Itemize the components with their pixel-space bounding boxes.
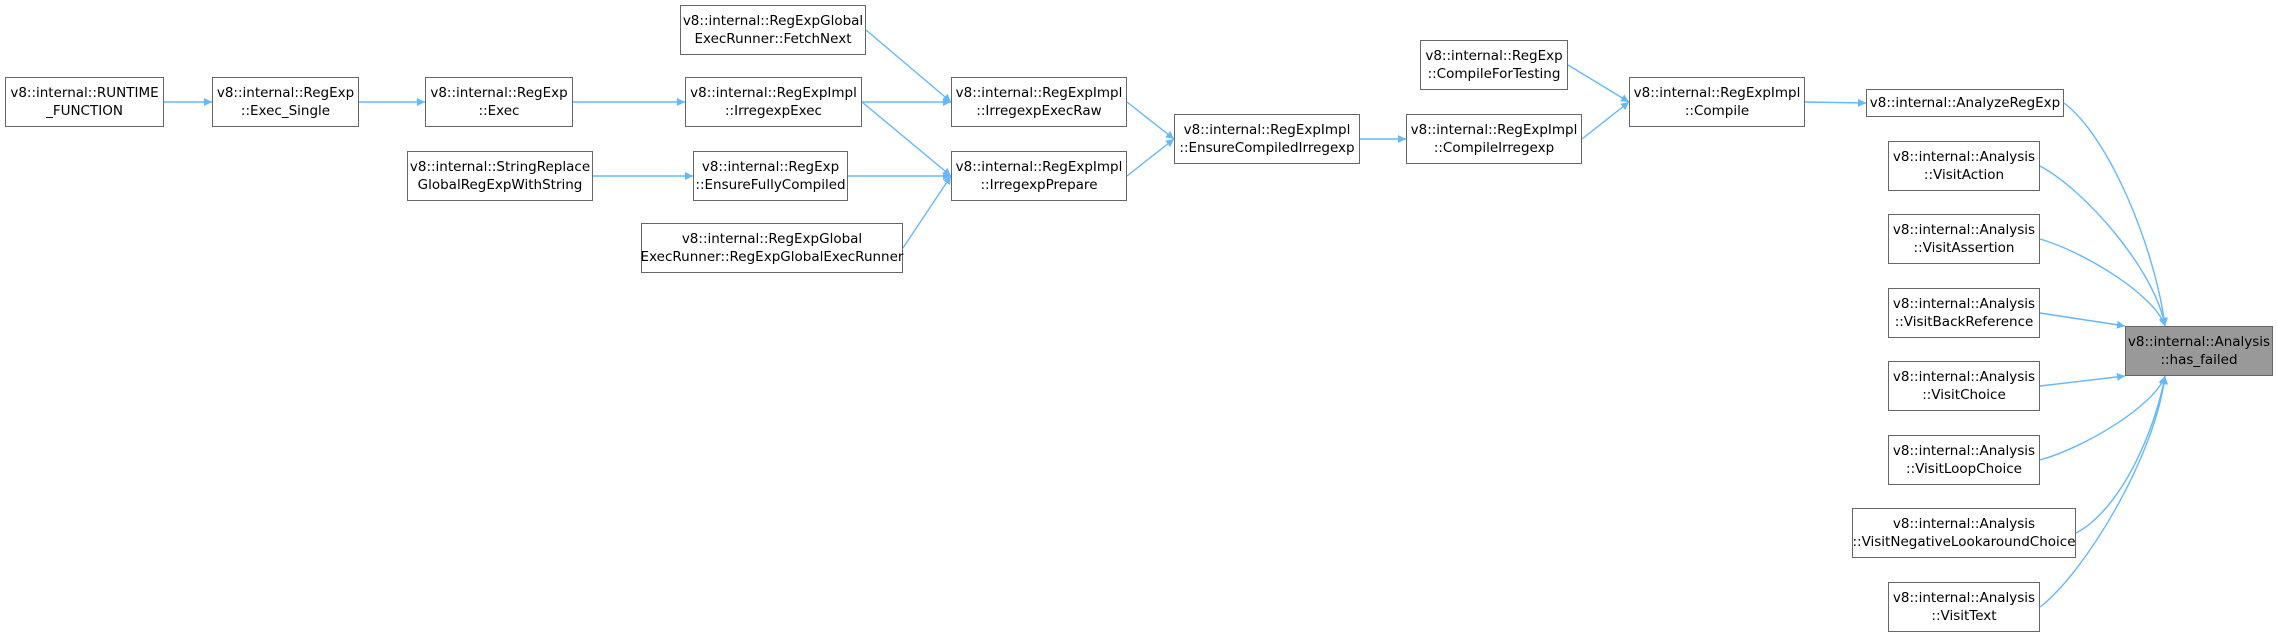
node-label-line: v8::internal::RegExpImpl	[1183, 122, 1351, 138]
node-label-line: ::has_failed	[2160, 352, 2238, 368]
node-label-line: v8::internal::RegExpImpl	[1410, 122, 1578, 138]
node-label-line: ::VisitNegativeLookaroundChoice	[1852, 534, 2076, 550]
node-label-line: ::CompileIrregexp	[1433, 140, 1555, 156]
node-label-line: v8::internal::RegExpGlobal	[681, 231, 863, 247]
node-label-line: v8::internal::RegExpImpl	[1633, 85, 1801, 101]
edge-irregexp-prepare-to-ensure-compiled-irregexp	[1126, 138, 1175, 177]
node-irregexp-exec[interactable]: v8::internal::RegExpImpl::IrregexpExec	[685, 77, 862, 127]
node-label-line: v8::internal::RUNTIME	[10, 85, 159, 101]
node-label-line: ::VisitChoice	[1922, 387, 2006, 403]
node-label-line: ::VisitLoopChoice	[1906, 461, 2022, 477]
node-compile-irregexp[interactable]: v8::internal::RegExpImpl::CompileIrregex…	[1406, 114, 1582, 164]
node-label-line: ::Compile	[1684, 103, 1750, 119]
node-compile[interactable]: v8::internal::RegExpImpl::Compile	[1629, 77, 1805, 127]
node-compile-for-testing[interactable]: v8::internal::RegExp::CompileForTesting	[1420, 40, 1568, 90]
edge-visit-action-to-has-failed	[2039, 165, 2168, 327]
node-visit-back-reference[interactable]: v8::internal::Analysis::VisitBackReferen…	[1888, 288, 2040, 338]
node-label-line: v8::internal::RegExp	[216, 85, 355, 101]
node-visit-assertion[interactable]: v8::internal::Analysis::VisitAssertion	[1888, 214, 2040, 264]
node-label-line: v8::internal::Analysis	[1892, 516, 2036, 532]
node-ensure-compiled-irregexp[interactable]: v8::internal::RegExpImpl::EnsureCompiled…	[1174, 114, 1360, 164]
node-label-line: v8::internal::RegExpImpl	[955, 85, 1123, 101]
edge-irregexp-exec-raw-to-ensure-compiled-irregexp	[1126, 101, 1175, 140]
node-label-line: v8::internal::Analysis	[1892, 149, 2036, 165]
node-regexp-exec[interactable]: v8::internal::RegExp::Exec	[425, 77, 573, 127]
node-label-line: ::Exec	[478, 103, 520, 119]
node-label-line: v8::internal::RegExp	[430, 85, 568, 101]
edge-compile-for-testing-to-compile	[1567, 64, 1630, 103]
node-visit-negative-lookaround-choice[interactable]: v8::internal::Analysis::VisitNegativeLoo…	[1852, 508, 2076, 558]
node-label-line: v8::internal::AnalyzeRegExp	[1869, 95, 2061, 111]
node-label-line: ::IrregexpExec	[725, 103, 822, 119]
node-runtime-function[interactable]: v8::internal::RUNTIME_FUNCTION	[5, 77, 164, 127]
node-label-line: v8::internal::RegExpImpl	[955, 159, 1123, 175]
node-visit-loop-choice[interactable]: v8::internal::Analysis::VisitLoopChoice	[1888, 435, 2040, 485]
node-label-line: _FUNCTION	[46, 103, 123, 119]
edge-visit-text-to-has-failed	[2039, 375, 2168, 608]
node-label-line: v8::internal::RegExpGlobal	[682, 13, 864, 29]
node-label-line: v8::internal::Analysis	[1892, 222, 2036, 238]
node-label-line: v8::internal::Analysis	[2127, 334, 2271, 350]
node-label-line: ExecRunner::RegExpGlobalExecRunner	[640, 249, 904, 265]
edge-visit-choice-to-has-failed	[2039, 372, 2126, 387]
node-has-failed: v8::internal::Analysis::has_failed	[2125, 326, 2273, 376]
node-label-line: ::IrregexpExecRaw	[976, 103, 1102, 119]
node-visit-text[interactable]: v8::internal::Analysis::VisitText	[1888, 582, 2040, 632]
edge-compile-to-analyze-regexp	[1804, 98, 1867, 107]
node-label-line: v8::internal::Analysis	[1892, 296, 2036, 312]
edge-visit-back-reference-to-has-failed	[2039, 312, 2126, 329]
node-label-line: v8::internal::RegExp	[1425, 48, 1563, 64]
edge-irregexp-exec-to-irregexp-prepare	[861, 101, 952, 177]
node-label-line: ::CompileForTesting	[1427, 66, 1561, 82]
edge-analyze-regexp-to-has-failed	[2063, 102, 2168, 327]
node-label-line: v8::internal::StringReplace	[409, 159, 591, 175]
node-label-line: ::VisitBackReference	[1894, 314, 2034, 330]
node-visit-choice[interactable]: v8::internal::Analysis::VisitChoice	[1888, 361, 2040, 411]
node-label-line: ::EnsureCompiledIrregexp	[1179, 140, 1355, 156]
node-label-line: ::VisitAction	[1923, 167, 2005, 183]
edge-compile-irregexp-to-compile	[1581, 101, 1630, 140]
node-label-line: ::VisitAssertion	[1913, 240, 2015, 256]
edge-visit-negative-lookaround-choice-to-has-failed	[2075, 375, 2168, 534]
node-visit-action[interactable]: v8::internal::Analysis::VisitAction	[1888, 141, 2040, 191]
node-analyze-regexp[interactable]: v8::internal::AnalyzeRegExp	[1866, 89, 2064, 117]
node-label-line: ::VisitText	[1931, 608, 1997, 624]
edge-visit-assertion-to-has-failed	[2039, 238, 2167, 327]
node-label-line: v8::internal::Analysis	[1892, 369, 2036, 385]
edge-fetch-next-to-irregexp-exec-raw	[865, 29, 952, 103]
node-label-line: v8::internal::RegExpImpl	[690, 85, 857, 101]
node-label-line: v8::internal::RegExp	[701, 159, 840, 175]
node-label-line: GlobalRegExpWithString	[417, 177, 583, 193]
node-label-line: v8::internal::Analysis	[1892, 590, 2036, 606]
edge-visit-loop-choice-to-has-failed	[2039, 375, 2167, 461]
node-label-line: ExecRunner::FetchNext	[694, 31, 852, 47]
node-label-line: v8::internal::Analysis	[1892, 443, 2036, 459]
node-label-line: ::EnsureFullyCompiled	[695, 177, 846, 193]
edge-global-exec-runner-to-irregexp-prepare	[902, 175, 952, 249]
node-irregexp-exec-raw[interactable]: v8::internal::RegExpImpl::IrregexpExecRa…	[951, 77, 1127, 127]
node-label-line: ::Exec_Single	[240, 103, 331, 119]
node-ensure-fully-compiled[interactable]: v8::internal::RegExp::EnsureFullyCompile…	[693, 151, 848, 201]
node-regexp-exec-single[interactable]: v8::internal::RegExp::Exec_Single	[212, 77, 359, 127]
node-irregexp-prepare[interactable]: v8::internal::RegExpImpl::IrregexpPrepar…	[951, 151, 1127, 201]
node-label-line: ::IrregexpPrepare	[980, 177, 1098, 193]
